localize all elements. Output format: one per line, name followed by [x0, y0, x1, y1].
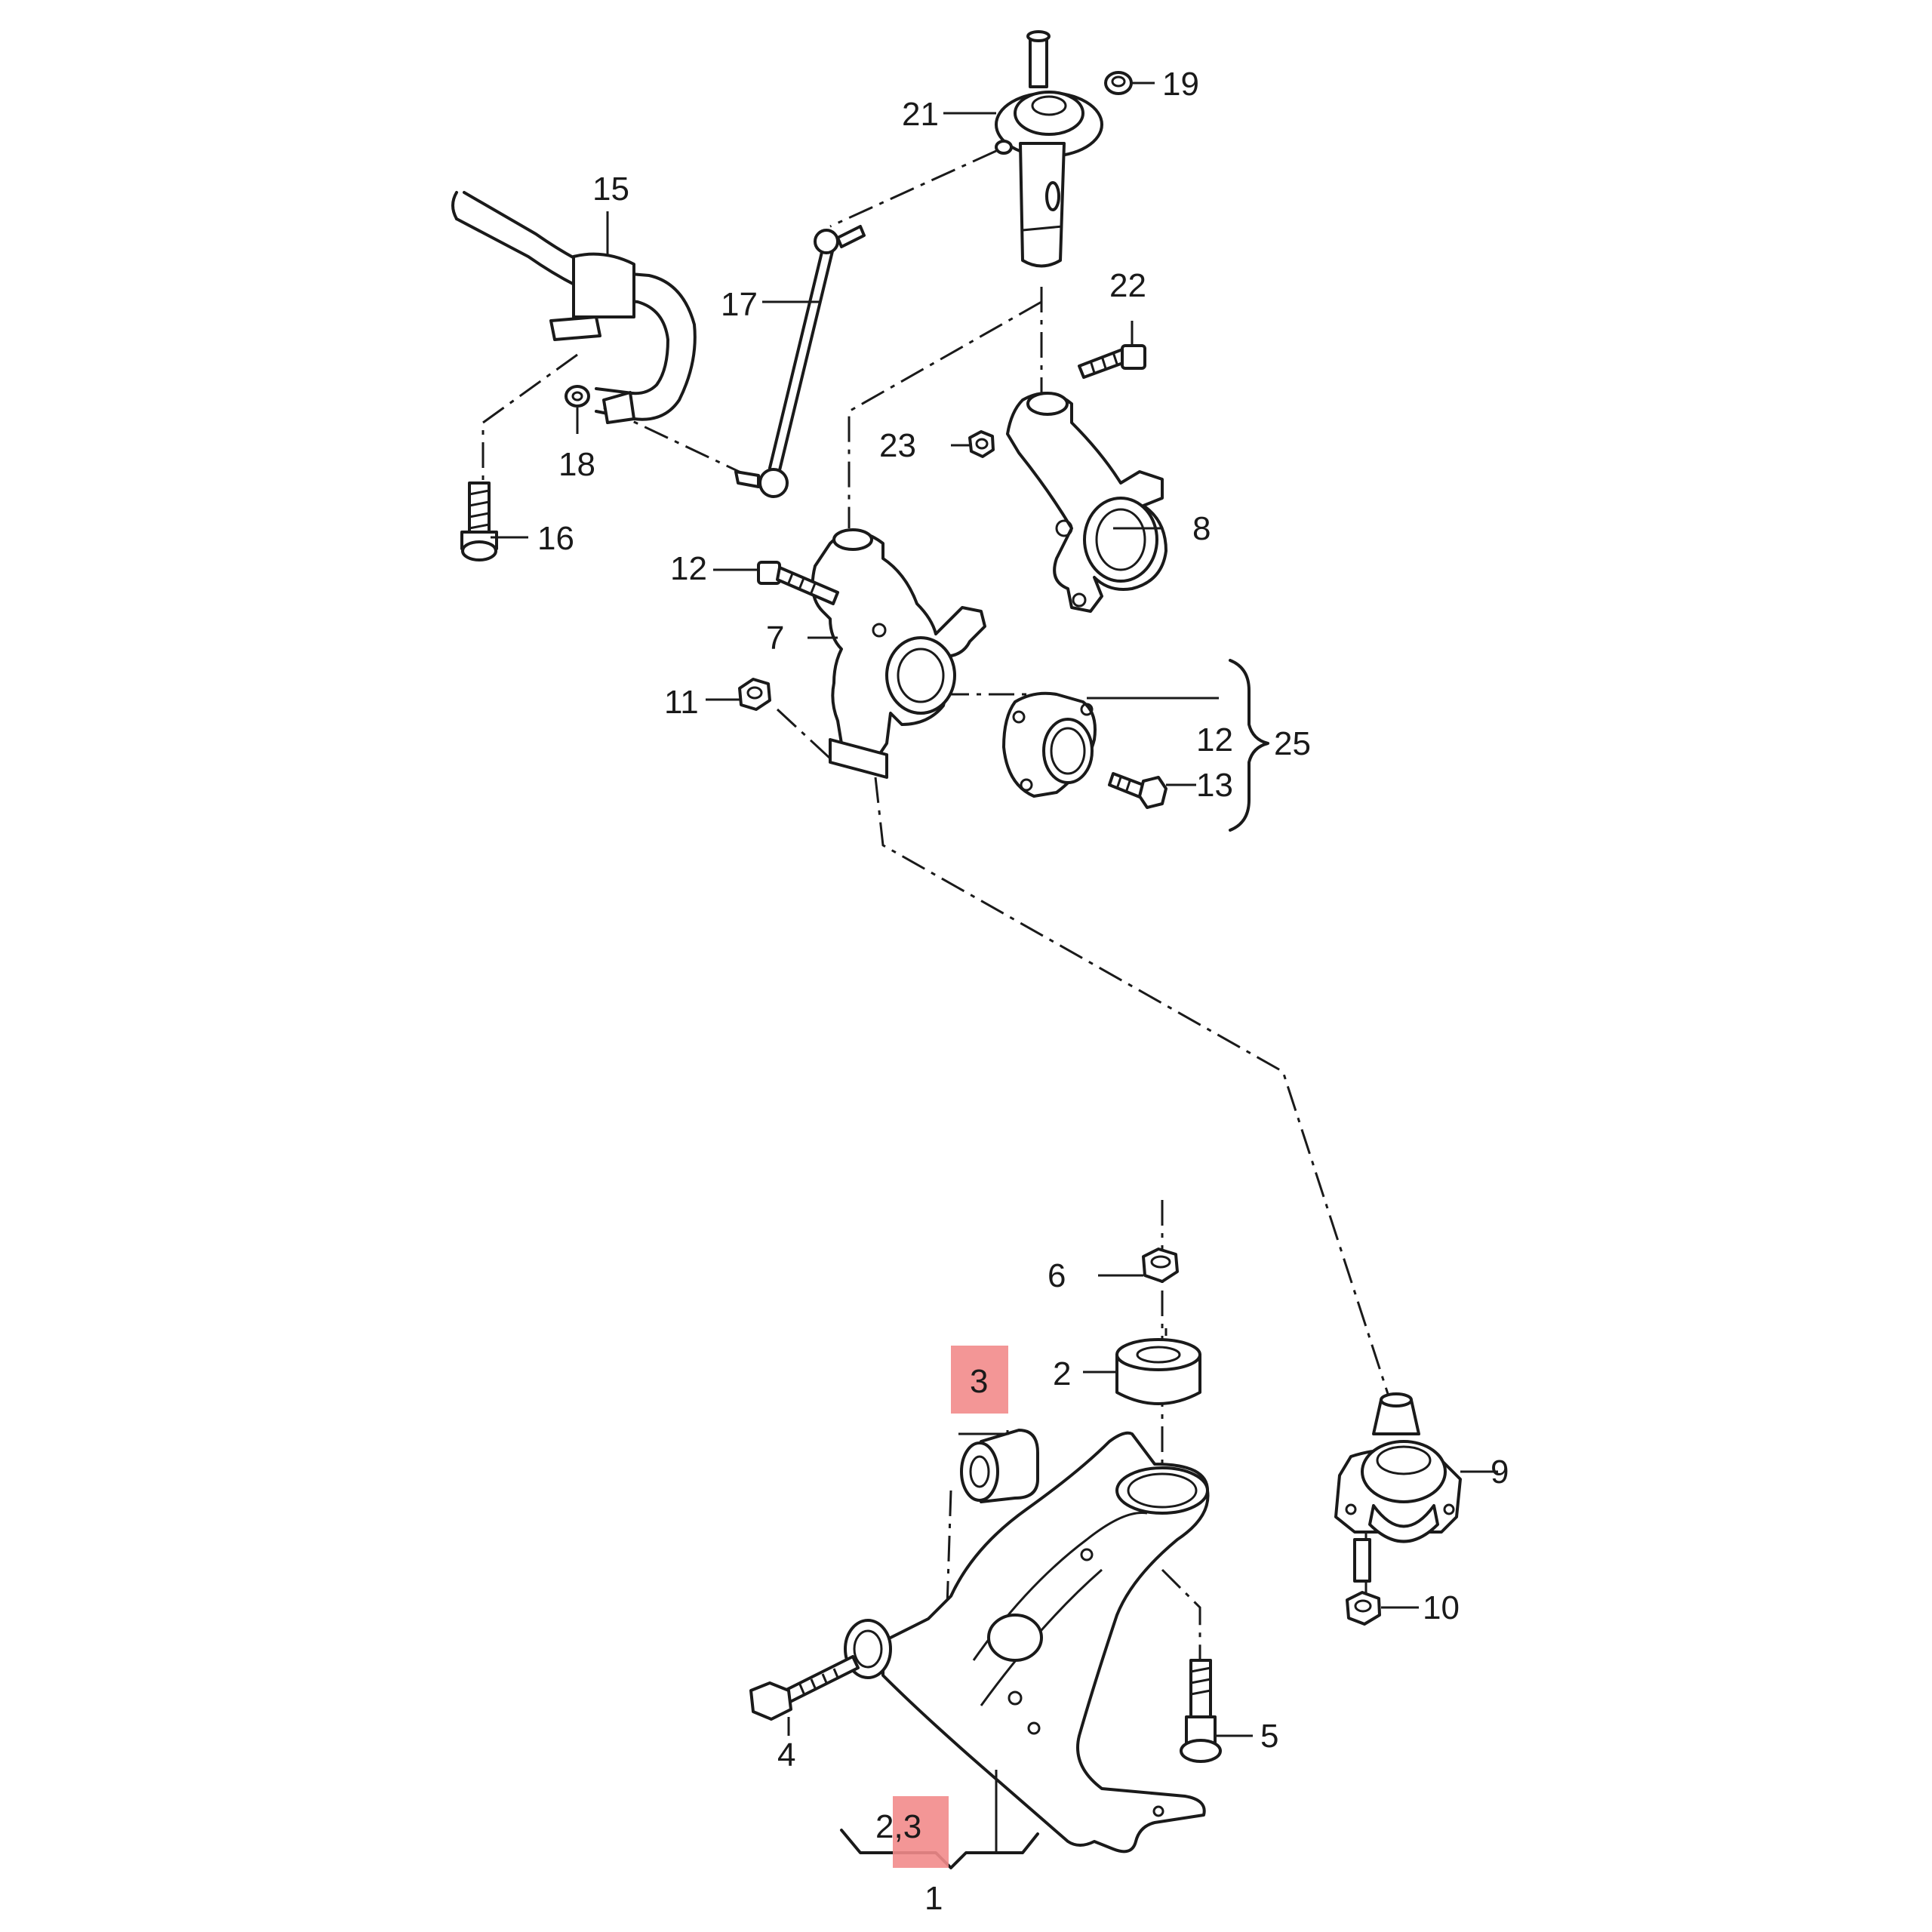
callout-3: 3 [970, 1363, 988, 1400]
callout-16: 16 [537, 520, 574, 557]
callout-7: 7 [766, 620, 784, 657]
callout-23: 23 [879, 427, 916, 464]
callout-25: 25 [1274, 725, 1311, 762]
bushing [960, 1429, 1039, 1503]
nut [1142, 1247, 1179, 1283]
callout-15: 15 [592, 171, 629, 208]
highlight-callout-2-3 [893, 1796, 949, 1868]
callout-11: 11 [664, 684, 699, 721]
bolt [460, 481, 498, 561]
callout-12-bolt: 12 [670, 550, 707, 587]
callout-2-3: 2,3 [875, 1808, 921, 1845]
ball-joint [1334, 1392, 1462, 1583]
callout-17: 17 [721, 286, 758, 323]
washer [565, 385, 590, 408]
assembly-lines [481, 149, 1390, 1669]
wheel-hub [1002, 691, 1097, 798]
callout-22: 22 [1109, 267, 1146, 304]
callout-18: 18 [558, 446, 595, 483]
anti-roll-bar [451, 191, 697, 424]
callout-1: 1 [924, 1880, 943, 1917]
leader-lines [491, 82, 1498, 1869]
bolt [749, 1655, 860, 1721]
bushing [1115, 1338, 1201, 1405]
callout-13: 13 [1196, 767, 1233, 804]
nut [1346, 1591, 1381, 1626]
callout-2: 2 [1053, 1355, 1071, 1392]
bolt [757, 561, 839, 605]
highlight-callout-3 [951, 1346, 1008, 1414]
control-arm [844, 1431, 1210, 1854]
nut [968, 430, 995, 458]
callout-9: 9 [1491, 1454, 1509, 1491]
callout-19: 19 [1162, 66, 1199, 103]
callout-21: 21 [902, 96, 939, 133]
nut [738, 678, 771, 711]
callout-4: 4 [777, 1737, 795, 1774]
bolt [1078, 344, 1146, 379]
highlights [893, 1346, 1008, 1868]
strut-nut [1104, 71, 1133, 95]
bolt [1180, 1659, 1222, 1763]
wheel-bearing-housing [811, 528, 986, 779]
coupling-rod [734, 225, 866, 498]
strut [995, 30, 1103, 268]
bolt [1108, 772, 1168, 809]
callout-12-hub: 12 [1196, 721, 1233, 758]
callout-5: 5 [1260, 1718, 1278, 1755]
callout-labels: 1 2 2,3 3 4 5 6 7 8 9 10 11 12 12 13 15 … [537, 66, 1509, 1917]
callout-6: 6 [1048, 1257, 1066, 1294]
wheel-bearing-housing [1006, 392, 1168, 613]
callout-8: 8 [1192, 510, 1211, 547]
callout-10: 10 [1423, 1589, 1460, 1626]
